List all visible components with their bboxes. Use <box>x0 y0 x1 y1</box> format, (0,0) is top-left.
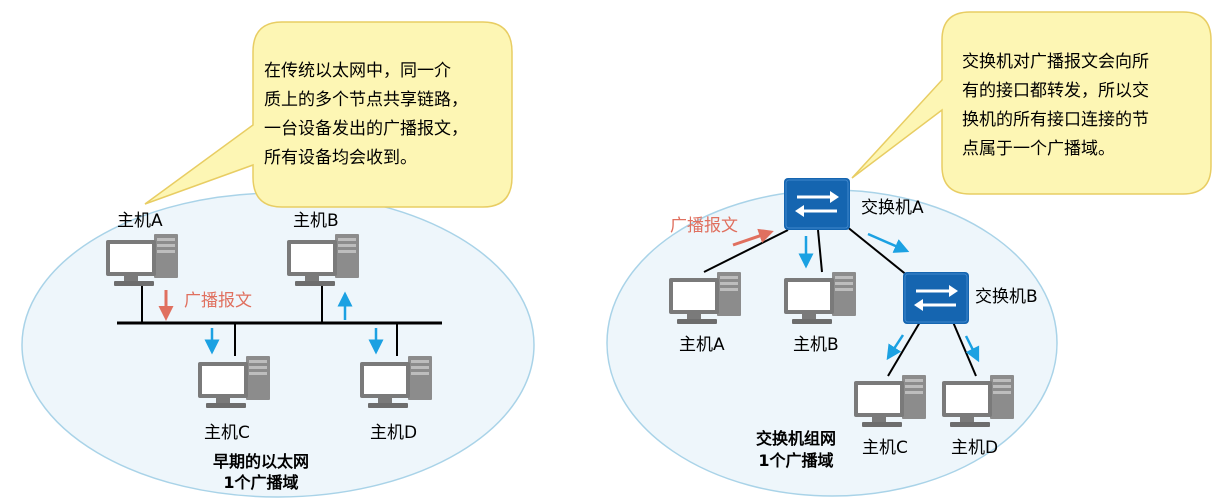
left-host-b: 主机B <box>287 211 359 286</box>
left-caption-title: 早期的以太网 <box>213 452 309 471</box>
right-host-b: 主机B <box>784 272 856 355</box>
right-host-d-label: 主机D <box>951 438 998 458</box>
right-host-c-label: 主机C <box>862 438 908 458</box>
left-host-d: 主机D <box>360 356 432 443</box>
left-host-c-label: 主机C <box>204 423 250 443</box>
left-bubble-line-4: 所有设备均会收到。 <box>264 148 417 168</box>
switch-a-to-switch-b-link <box>845 225 909 277</box>
blue-arrow-to-right-host-d <box>964 335 980 363</box>
left-bubble-line-2: 质上的多个节点共享链路， <box>264 90 468 110</box>
left-host-c: 主机C <box>198 356 270 443</box>
right-bubble-line-2: 有的接口都转发，所以交 <box>962 81 1149 101</box>
right-panel: 交换机对广播报文会向所 有的接口都转发，所以交 换机的所有接口连接的节 点属于一… <box>606 11 1212 497</box>
right-caption-title: 交换机组网 <box>756 429 836 448</box>
switch-a: 交换机A <box>782 176 924 232</box>
broadcast-red-arrow <box>732 228 774 247</box>
right-broadcast-label: 广播报文 <box>670 216 738 236</box>
left-bubble-line-3: 一台设备发出的广播报文， <box>264 119 468 139</box>
left-host-b-label: 主机B <box>293 211 339 231</box>
blue-arrow-to-right-host-c <box>886 334 905 361</box>
switch-icon <box>782 176 852 232</box>
right-host-b-label: 主机B <box>793 335 839 355</box>
right-host-a: 主机A <box>669 272 741 355</box>
right-host-a-label: 主机A <box>679 335 725 355</box>
right-bubble-line-1: 交换机对广播报文会向所 <box>962 52 1149 72</box>
switch-a-label: 交换机A <box>861 198 924 218</box>
right-bubble-line-3: 换机的所有接口连接的节 <box>962 110 1149 130</box>
switch-icon <box>901 270 971 326</box>
left-panel: 在传统以太网中，同一介 质上的多个节点共享链路， 一台设备发出的广播报文， 所有… <box>21 21 535 498</box>
switch-a-to-host-b-link <box>817 229 823 273</box>
switch-b-label: 交换机B <box>975 287 1038 307</box>
right-caption-subtitle: 1个广播域 <box>758 451 833 470</box>
right-bubble-line-4: 点属于一个广播域。 <box>962 139 1115 159</box>
switch-a-to-host-a-link <box>703 229 789 273</box>
switch-b: 交换机B <box>901 270 1038 326</box>
switch-b-to-host-d-link <box>952 321 977 377</box>
left-broadcast-label: 广播报文 <box>184 291 252 311</box>
right-host-c: 主机C <box>854 375 926 458</box>
left-bubble-line-1: 在传统以太网中，同一介 <box>264 61 451 81</box>
right-speech-bubble: 交换机对广播报文会向所 有的接口都转发，所以交 换机的所有接口连接的节 点属于一… <box>851 11 1212 195</box>
left-caption-subtitle: 1个广播域 <box>223 473 298 492</box>
left-host-a-label: 主机A <box>117 211 163 231</box>
right-host-d: 主机D <box>942 375 1014 458</box>
blue-arrow-to-switch-b <box>867 232 910 253</box>
left-host-d-label: 主机D <box>370 423 417 443</box>
left-speech-bubble: 在传统以太网中，同一介 质上的多个节点共享链路， 一台设备发出的广播报文， 所有… <box>144 21 513 208</box>
switch-b-to-host-c-link <box>887 321 921 377</box>
left-host-a: 主机A <box>106 211 178 286</box>
